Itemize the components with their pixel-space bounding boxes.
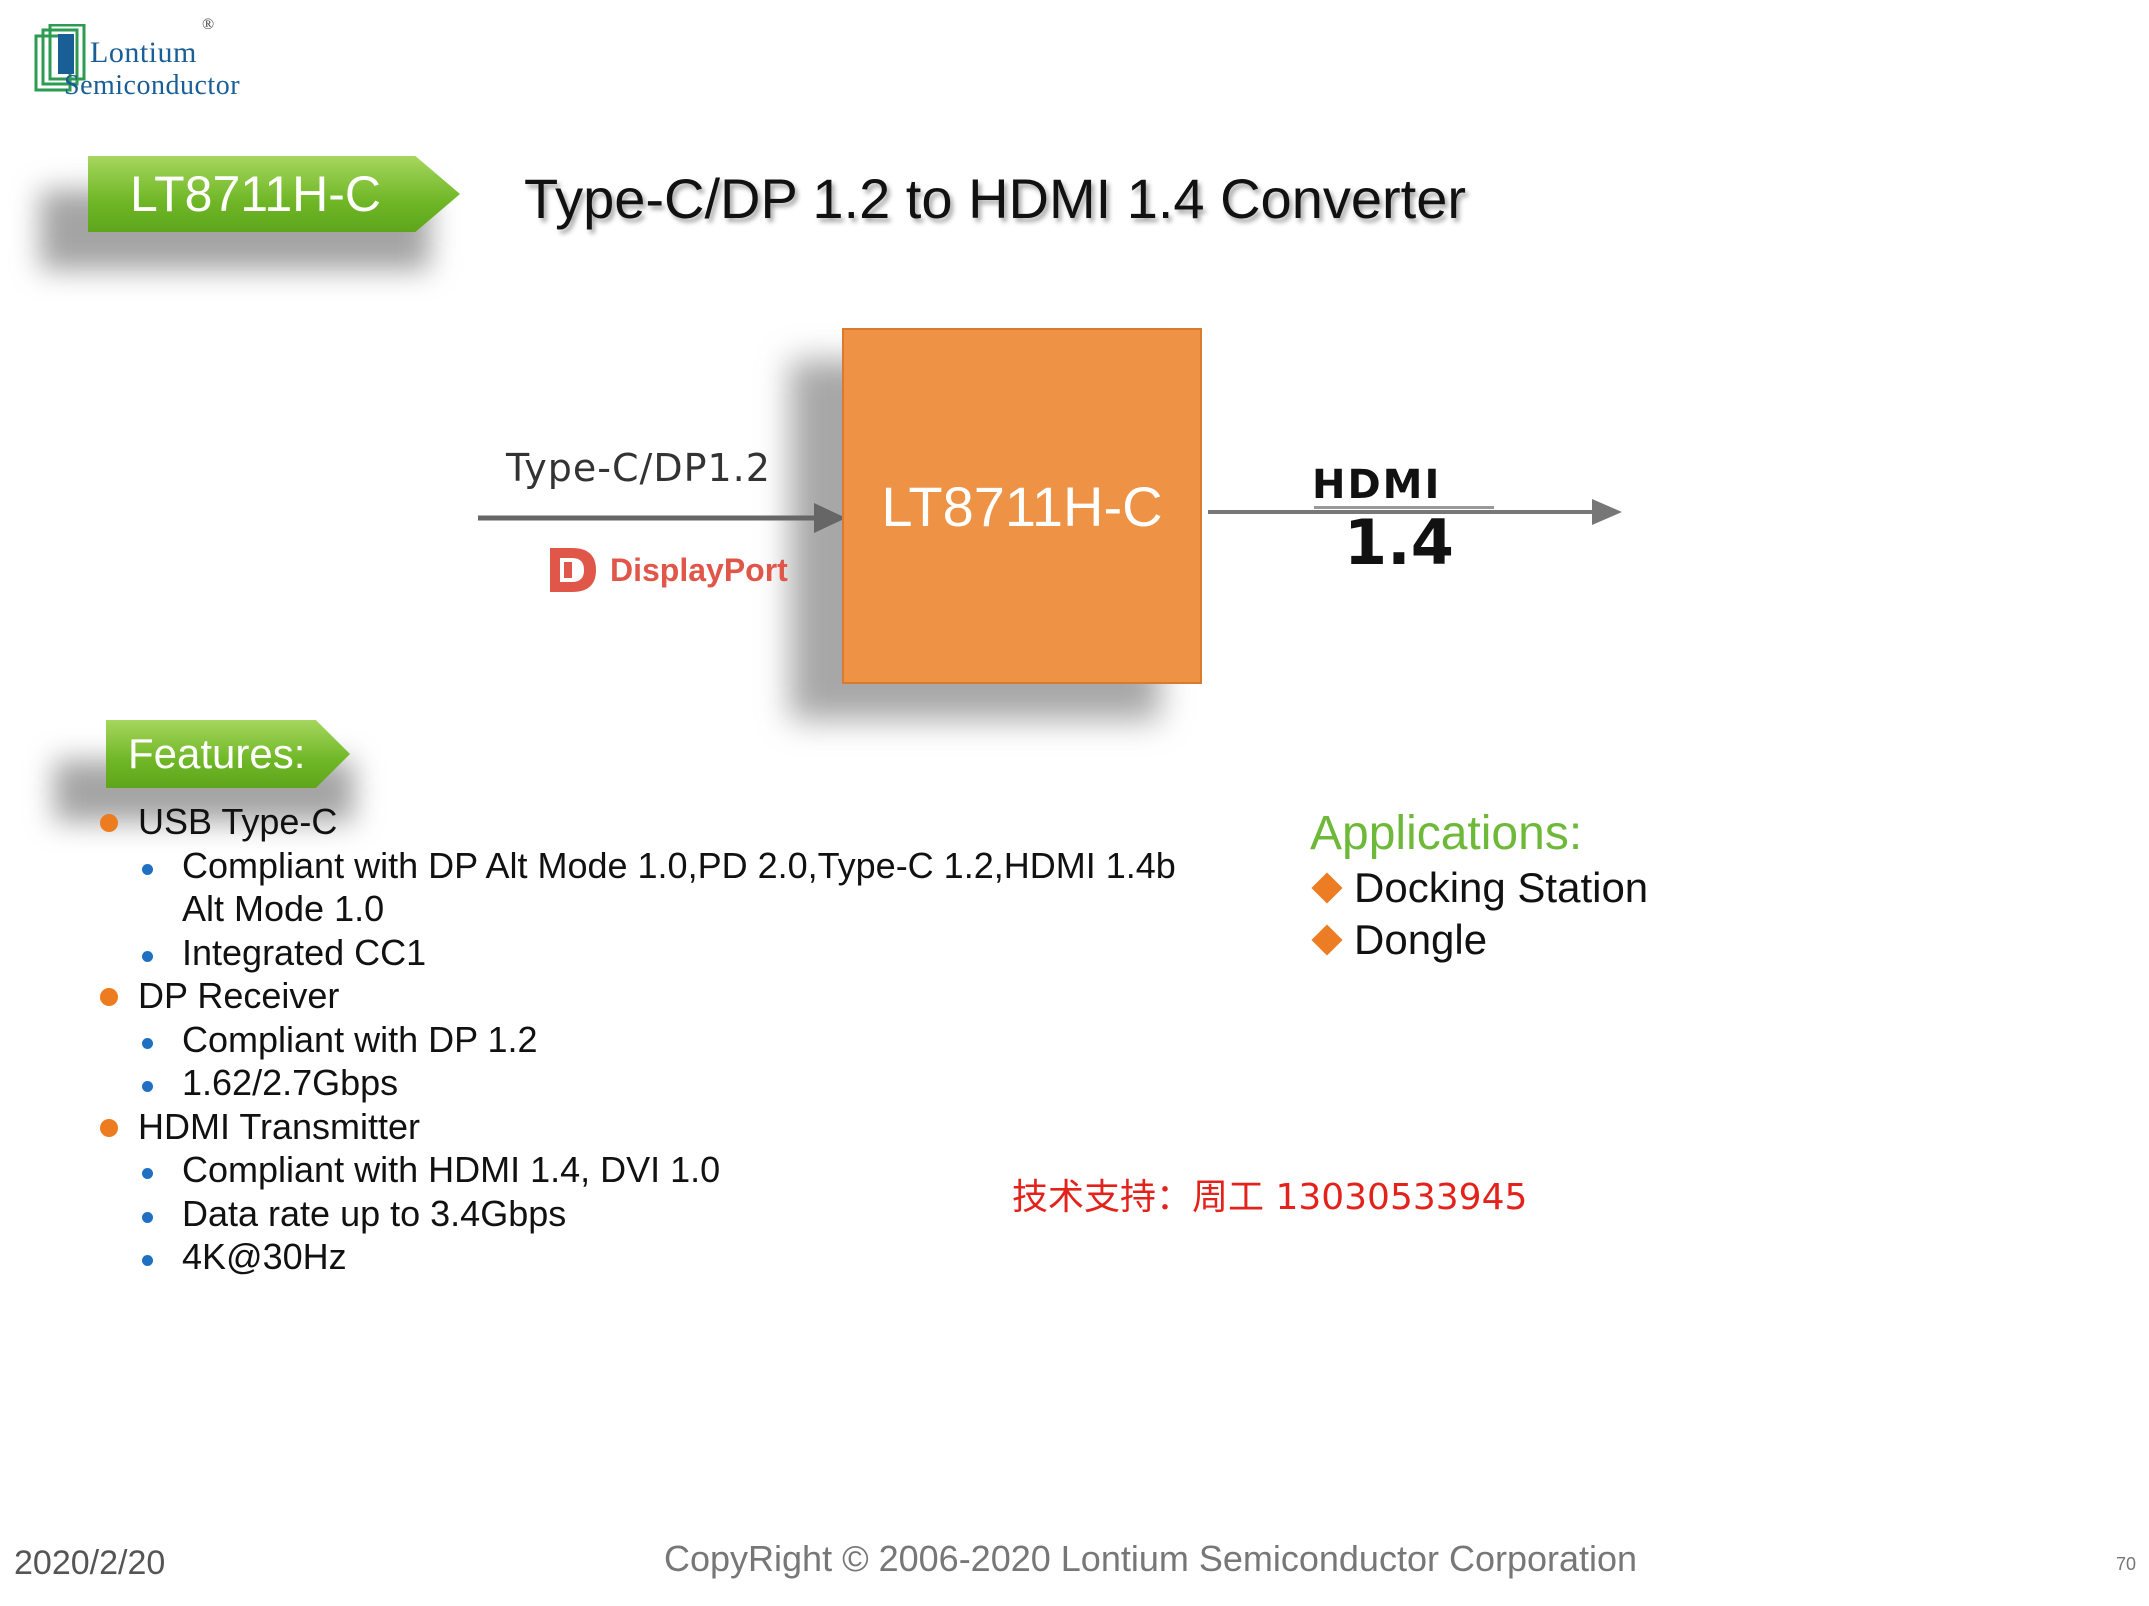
feature-item: 4K@30Hz	[96, 1235, 1196, 1279]
hdmi-logo-text: HDMI	[1312, 462, 1441, 508]
footer-date: 2020/2/20	[14, 1544, 166, 1582]
feature-item: 1.62/2.7Gbps	[96, 1061, 1196, 1105]
support-contact: 技术支持：周工 13030533945	[1012, 1177, 1528, 1218]
hdmi-logo-icon: HDMI	[1312, 462, 1494, 509]
company-logo-text: Lontium Semiconductor	[64, 36, 240, 100]
feature-group-title: DP Receiver	[96, 974, 1196, 1018]
application-item: Docking Station	[1310, 862, 1648, 914]
applications-heading: Applications:	[1310, 807, 1583, 860]
feature-item: Compliant with DP Alt Mode 1.0,PD 2.0,Ty…	[96, 844, 1182, 931]
application-item: Dongle	[1310, 914, 1648, 966]
registered-mark: ®	[202, 16, 215, 33]
output-arrow-icon	[1208, 499, 1622, 525]
chip-block: LT8711H-C	[842, 328, 1202, 684]
input-arrow-icon	[478, 503, 846, 533]
page-title: Type-C/DP 1.2 to HDMI 1.4 Converter	[524, 167, 1466, 230]
displayport-logo-text: DisplayPort	[610, 552, 788, 588]
footer-copyright: CopyRight © 2006-2020 Lontium Semiconduc…	[664, 1538, 1638, 1579]
logo-line-2: Semiconductor	[64, 70, 241, 101]
features-heading: Features:	[106, 720, 350, 788]
features-list: USB Type-C Compliant with DP Alt Mode 1.…	[96, 800, 1196, 1279]
applications-section: Applications: Docking Station Dongle	[1310, 806, 1648, 966]
feature-item: Compliant with DP 1.2	[96, 1018, 1196, 1062]
feature-group-title: HDMI Transmitter	[96, 1105, 1196, 1149]
feature-item: Compliant with HDMI 1.4, DVI 1.0	[96, 1148, 1196, 1192]
hdmi-version: 1.4	[1344, 506, 1454, 579]
feature-item: Data rate up to 3.4Gbps	[96, 1192, 1196, 1236]
feature-item: Integrated CC1	[96, 931, 1196, 975]
diamond-bullet-icon	[1311, 924, 1343, 956]
displayport-logo-icon	[550, 548, 596, 592]
chip-label: LT8711H-C	[881, 474, 1163, 538]
feature-group-title: USB Type-C	[96, 800, 1196, 844]
diamond-bullet-icon	[1311, 872, 1343, 904]
application-item-label: Docking Station	[1354, 864, 1649, 911]
part-number-tag: LT8711H-C	[88, 156, 460, 232]
application-item-label: Dongle	[1354, 916, 1488, 963]
logo-line-1: Lontium	[90, 36, 197, 69]
page-number: 70	[2116, 1554, 2137, 1574]
input-signal-label: Type-C/DP1.2	[506, 446, 771, 490]
lontium-logo-icon	[34, 24, 86, 92]
